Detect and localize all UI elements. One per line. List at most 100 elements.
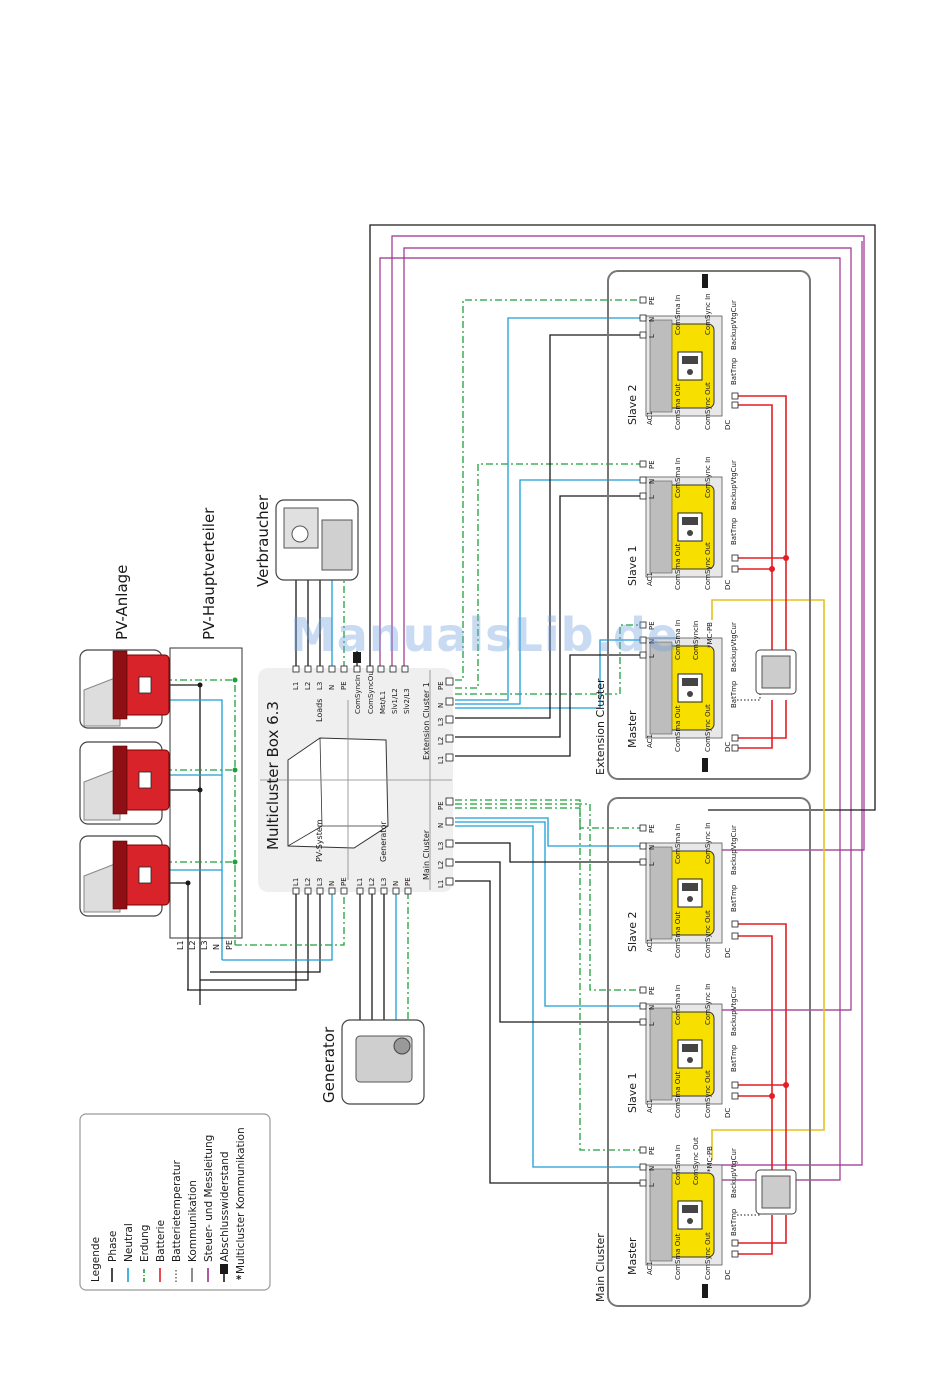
- pv-dist-terminal-l3: L3: [200, 940, 209, 950]
- n-main-s2: N: [648, 845, 656, 850]
- comsma-out-main-s2: ComSma Out: [674, 911, 682, 958]
- box-com-syncout: ComSyncOut: [367, 668, 375, 714]
- dc-ext-m: DC: [724, 742, 732, 752]
- svg-text:*: *: [236, 1274, 242, 1286]
- pe-ext-s2: PE: [648, 296, 656, 305]
- box-gen-l3: L3: [380, 878, 388, 886]
- main-cluster-frame: [607, 797, 811, 1307]
- battery-wires: [738, 395, 787, 1255]
- comsync-out-ext-s1: ComSync Out: [704, 542, 712, 590]
- box-gen-n: N: [392, 881, 400, 886]
- comsma-out-ext-s1: ComSma Out: [674, 543, 682, 590]
- title-generator: Generator: [320, 1026, 338, 1103]
- battery-ext: [755, 649, 797, 695]
- comsma-in-ext-s2: ComSma In: [674, 295, 682, 335]
- comsma-in-main-m: ComSma In: [674, 1145, 682, 1185]
- backup-ext-s1: BackupVtgCur: [730, 460, 738, 510]
- pv-module-2: [79, 741, 170, 825]
- n-ext-m: N: [648, 639, 656, 644]
- l-main-s2: L: [648, 862, 656, 866]
- main-term-l3: L3: [437, 842, 445, 850]
- comsync-main-m: ComSync Out: [692, 1137, 700, 1185]
- main-term-pe: PE: [437, 801, 445, 810]
- box-terminals: [292, 665, 454, 895]
- box-pv-l2: L2: [304, 878, 312, 886]
- box-pv-pe: PE: [340, 877, 348, 886]
- legend: Legende * Phase Neutral Erdung Batterie …: [79, 1113, 271, 1291]
- pv-dist-terminal-pe: PE: [225, 940, 234, 950]
- legend-item-multicluster: Multicluster Kommunikation: [235, 1127, 247, 1274]
- dc-ext-s2: DC: [724, 420, 732, 430]
- comsync-out-ext-s2: ComSync Out: [704, 382, 712, 430]
- box-label-main-cluster: Main Cluster: [422, 829, 431, 880]
- main-term-n: N: [437, 823, 445, 828]
- pe-main-s2: PE: [648, 824, 656, 833]
- extension-cluster-frame: [607, 270, 811, 780]
- legend-item-erdung: Erdung: [139, 1225, 151, 1262]
- legend-item-kommunikation: Kommunikation: [187, 1180, 199, 1262]
- legend-item-steuer: Steuer- und Messleitung: [203, 1135, 215, 1262]
- comsma-out-main-s1: ComSma Out: [674, 1071, 682, 1118]
- backup-ext-m: BackupVtgCur: [730, 622, 738, 672]
- n-main-s1: N: [648, 1005, 656, 1010]
- comsync-out-main-s1: ComSync Out: [704, 1070, 712, 1118]
- comsync-out-main-s2: ComSync Out: [704, 910, 712, 958]
- generator-icon: [341, 1019, 425, 1105]
- main-term-l2: L2: [437, 861, 445, 869]
- label-main-slave2: Slave 2: [626, 911, 639, 952]
- box-pv-l3: L3: [316, 878, 324, 886]
- l-main-s1: L: [648, 1022, 656, 1026]
- box-gen-l1: L1: [356, 878, 364, 886]
- n-main-m: N: [648, 1166, 656, 1171]
- title-main-cluster: Main Cluster: [594, 1233, 607, 1302]
- backup-main-m: BackupVtgCur: [730, 1148, 738, 1198]
- comsync-out-ext-m: ComSync Out: [704, 704, 712, 752]
- box-load-l2: L2: [304, 682, 312, 690]
- label-main-master: Master: [626, 1237, 639, 1275]
- label-ext-master: Master: [626, 710, 639, 748]
- box-pv-n: N: [328, 881, 336, 886]
- title-verbraucher: Verbraucher: [254, 494, 272, 587]
- dc-main-s2: DC: [724, 948, 732, 958]
- batimp-main-s1: BatTmp: [730, 1044, 738, 1072]
- box-gen-l2: L2: [368, 878, 376, 886]
- l-ext-m: L: [648, 654, 656, 658]
- box-com-slv1: Slv1/L2: [391, 688, 399, 714]
- comsync-in-main-s2: ComSync In: [704, 822, 712, 864]
- comsync-in-ext-s2: ComSync In: [704, 293, 712, 335]
- pv-dist-terminal-l2: L2: [188, 940, 197, 950]
- box-label-extension-cluster: Extension Cluster 1: [422, 682, 431, 760]
- comsync-in-main-s1: ComSync In: [704, 983, 712, 1025]
- comsma-in-ext-m: ComSma In: [674, 620, 682, 660]
- l-ext-s2: L: [648, 334, 656, 338]
- pv-dist-terminal-l1: L1: [176, 940, 185, 950]
- label-main-slave1: Slave 1: [626, 1072, 639, 1113]
- main-term-l1: L1: [437, 880, 445, 888]
- title-multicluster-box: Multicluster Box 6.3: [264, 701, 282, 850]
- ac1-ext-s2: AC1: [646, 411, 654, 425]
- pv-distributor: L1 L2 L3 N PE: [169, 647, 243, 950]
- extension-ac-wires: [455, 299, 640, 757]
- verbraucher-icon: [275, 499, 359, 581]
- pe-main-m: PE: [648, 1146, 656, 1155]
- dc-ext-s1: DC: [724, 580, 732, 590]
- ext-term-pe: PE: [437, 681, 445, 690]
- comsma-in-main-s2: ComSma In: [674, 824, 682, 864]
- pv-dist-terminal-n: N: [212, 944, 221, 950]
- n-ext-s1: N: [648, 479, 656, 484]
- comsync-out-main-m: ComSync Out: [704, 1232, 712, 1280]
- batimp-ext-s1: BatTmp: [730, 517, 738, 545]
- box-load-n: N: [328, 685, 336, 690]
- batimp-main-s2: BatTmp: [730, 884, 738, 912]
- l-ext-s1: L: [648, 495, 656, 499]
- box-pv-l1: L1: [292, 878, 300, 886]
- mcpb-main-m: *MC-PB: [706, 1146, 714, 1172]
- label-ext-slave1: Slave 1: [626, 545, 639, 586]
- pe-ext-m: PE: [648, 621, 656, 630]
- batimp-ext-m: BatTmp: [730, 680, 738, 708]
- comsma-out-ext-s2: ComSma Out: [674, 383, 682, 430]
- batimp-ext-s2: BatTmp: [730, 357, 738, 385]
- ext-term-l1: L1: [437, 756, 445, 764]
- box-label-pv-system: PV-System: [315, 819, 324, 862]
